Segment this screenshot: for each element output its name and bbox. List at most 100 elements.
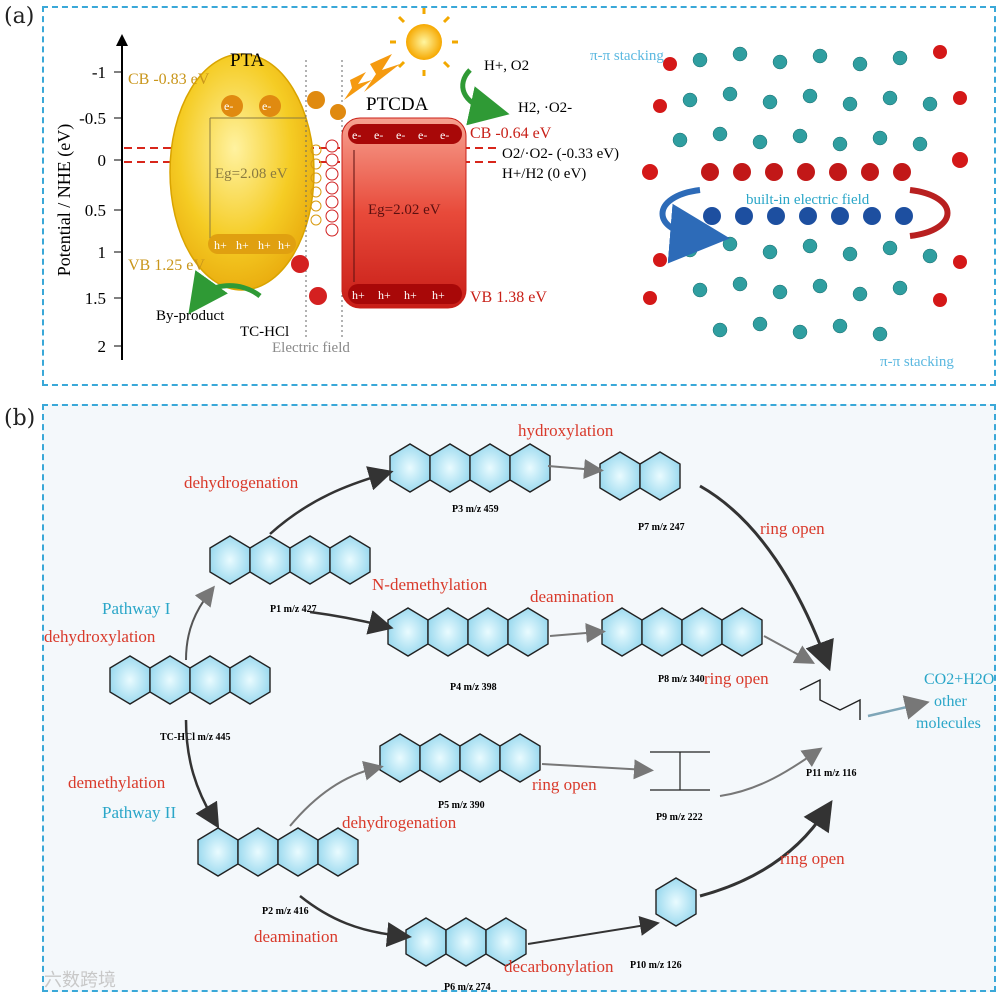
products-in: H+, O2 [484,58,529,74]
pta-title: PTA [230,50,265,71]
pathway-1-label: Pathway I [102,599,171,618]
y-axis-title: Potential / NHE (eV) [54,124,75,276]
step-deamination-1: deamination [530,587,615,606]
hole-label: h+ [378,288,391,302]
step-ringopen-2: ring open [704,669,769,688]
y-tick-label: 1.5 [85,289,106,308]
pta-electrons [221,95,281,117]
compound-label-p7: P7 m/z 247 [638,522,685,533]
compound-label-p4: P4 m/z 398 [450,682,497,693]
stack-holes [701,163,911,181]
step-dehydrogenation-1: dehydrogenation [184,473,299,492]
stacking-top-label: π-π stacking [590,48,664,64]
molecule-p9 [650,751,710,791]
compound-label-p9: P9 m/z 222 [656,812,703,823]
step-decarbonylation: decarbonylation [504,957,614,976]
pta-cb: CB -0.83 eV [128,71,210,88]
compound-label-p1: P1 m/z 427 [270,604,317,615]
electron-label: e- [262,99,271,113]
y-tick-label: -0.5 [79,109,106,128]
redox-h2-label: H+/H2 (0 eV) [502,166,586,182]
y-ticks [114,71,122,347]
hole-label: h+ [404,288,417,302]
lightning-icon [344,72,372,100]
ptcda-band [341,117,467,309]
y-tick-label: 1 [98,243,107,262]
hole-label: h+ [278,238,291,252]
ptcda-title: PTCDA [366,94,429,115]
hole-label: h+ [214,238,227,252]
step-ringopen-1: ring open [760,519,825,538]
compound-label-p11: P11 m/z 116 [806,768,857,779]
hole-label: h+ [352,288,365,302]
compound-label-p3: P3 m/z 459 [452,504,499,515]
pi-stacking-illustration [642,45,968,342]
molecule-p2 [197,827,359,877]
interface-charges [310,144,322,226]
molecule-p7 [599,451,681,501]
molecule-p10 [655,877,697,927]
molecule-p5 [379,733,541,783]
electron-label: e- [374,128,383,142]
ptcda-vb: VB 1.38 eV [470,289,547,306]
pta-holes [208,234,296,254]
step-ringopen-4: ring open [780,849,845,868]
final-product-2: other [934,693,968,710]
final-product-3: molecules [916,715,981,732]
step-ringopen-3: ring open [532,775,597,794]
products-out: H2, ·O2- [518,100,572,116]
y-tick-label: 0 [98,151,107,170]
y-tick-label: 2 [98,337,107,356]
molecule-p3 [389,443,551,493]
step-ndemethylation: N-demethylation [372,575,488,594]
compound-label-p5: P5 m/z 390 [438,800,485,811]
stacking-bottom-label: π-π stacking [880,354,954,370]
redox-o2-label: O2/·O2- (-0.33 eV) [502,146,619,162]
pathway-arrows [184,459,930,948]
compound-label-p8: P8 m/z 340 [658,674,705,685]
builtin-field-label: built-in electric field [746,192,870,208]
compound-label-p6: P6 m/z 274 [444,982,491,993]
sun-icon [390,8,458,76]
step-demethylation: demethylation [68,773,166,792]
molecule-p8 [601,607,763,657]
step-dehydrogenation-2: dehydrogenation [342,813,457,832]
molecule-p11 [799,678,861,720]
watermark: 六数跨境 [44,970,116,991]
step-deamination-2: deamination [254,927,339,946]
pathway-2-label: Pathway II [102,803,176,822]
step-dehydroxylation: dehydroxylation [44,627,156,646]
lightning-icon [364,54,400,92]
molecule-p6 [405,917,527,967]
hole-label: h+ [258,238,271,252]
stack-electrons [703,207,913,225]
compound-label-p2: P2 m/z 416 [262,906,309,917]
molecule-p1 [209,535,371,585]
molecule-p4 [387,607,549,657]
ptcda-eg: Eg=2.02 eV [368,202,441,218]
electron-label: e- [352,128,361,142]
electron-label: e- [418,128,427,142]
electron-label: e- [440,128,449,142]
panel-a-label: (a) [4,4,35,29]
final-product-1: CO2+H2O [924,671,994,688]
panel-a [42,6,996,386]
panel-a-diagram: -1 -0.5 0 0.5 1 1.5 2 Potential / NHE (e… [54,8,968,370]
compound-label-p10: P10 m/z 126 [630,960,682,971]
molecule-tc [109,655,271,705]
y-tick-label: 0.5 [85,201,106,220]
y-tick-label: -1 [92,63,106,82]
pta-eg: Eg=2.08 eV [215,166,288,182]
tc-label: TC-HCl [240,324,289,340]
interface-plus [325,139,339,237]
ptcda-cb: CB -0.64 eV [470,125,552,142]
pta-vb: VB 1.25 eV [128,257,205,274]
electron-label: e- [396,128,405,142]
hole-label: h+ [432,288,445,302]
hole-label: h+ [236,238,249,252]
step-hydroxylation: hydroxylation [518,421,614,440]
electric-field-label: Electric field [272,340,350,356]
compound-label-tc: TC-HCl m/z 445 [160,732,231,743]
electron-label: e- [224,99,233,113]
